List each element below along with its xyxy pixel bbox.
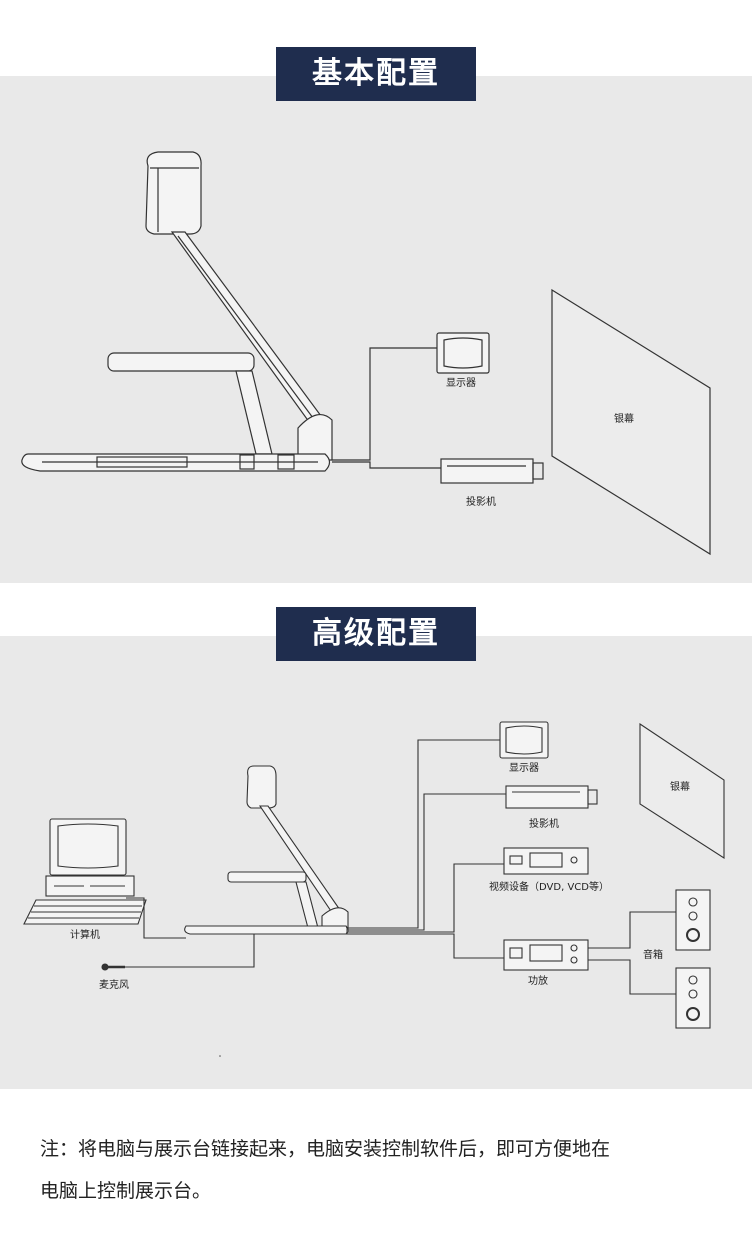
basic-config-title: 基本配置 bbox=[276, 47, 476, 101]
advanced-config-diagram: 显示器 投影机 银幕 视频设备（DVD, VCD等） 功放 音箱 计算机 麦克风 bbox=[23, 721, 725, 1057]
microphone-label: 麦克风 bbox=[99, 979, 129, 991]
projector-icon bbox=[505, 785, 598, 809]
projection-screen bbox=[551, 288, 711, 556]
amplifier-label: 功放 bbox=[528, 974, 548, 987]
basic-config-diagram: 显示器 投影机 银幕 bbox=[21, 151, 711, 556]
speakers-label: 音箱 bbox=[643, 948, 663, 961]
microphone-icon bbox=[101, 963, 125, 971]
visualizer-arm bbox=[170, 231, 333, 461]
screen-label: 银幕 bbox=[670, 780, 690, 793]
visualizer-light-arm bbox=[107, 352, 273, 455]
screen-label: 银幕 bbox=[614, 412, 634, 425]
speaker-upper-icon bbox=[675, 889, 711, 951]
advanced-config-title: 高级配置 bbox=[276, 607, 476, 661]
computer-label: 计算机 bbox=[70, 928, 100, 941]
monitor-icon bbox=[436, 332, 490, 374]
footnote-line-1: 注：将电脑与展示台链接起来，电脑安装控制软件后，即可方便地在 bbox=[40, 1138, 611, 1160]
visualizer-camera-head bbox=[145, 151, 202, 235]
monitor-icon bbox=[499, 721, 549, 759]
amplifier-icon bbox=[503, 939, 589, 971]
computer-icon bbox=[23, 818, 147, 925]
footnote: 注：将电脑与展示台链接起来，电脑安装控制软件后，即可方便地在 电脑上控制展示台。 bbox=[40, 1128, 730, 1212]
footnote-line-2: 电脑上控制展示台。 bbox=[40, 1180, 212, 1202]
projector-icon bbox=[440, 458, 544, 484]
projector-label: 投影机 bbox=[466, 495, 496, 508]
monitor-label: 显示器 bbox=[509, 762, 539, 774]
video-device-label: 视频设备（DVD, VCD等） bbox=[489, 880, 609, 893]
monitor-label: 显示器 bbox=[446, 377, 476, 389]
visualizer-base bbox=[21, 453, 331, 472]
video-device-icon bbox=[503, 847, 589, 875]
advanced-cables bbox=[125, 739, 676, 995]
basic-cables bbox=[332, 347, 441, 469]
speaker-lower-icon bbox=[675, 967, 711, 1029]
projection-screen bbox=[639, 722, 725, 860]
visualizer-device bbox=[184, 765, 349, 935]
projector-label: 投影机 bbox=[529, 817, 559, 830]
